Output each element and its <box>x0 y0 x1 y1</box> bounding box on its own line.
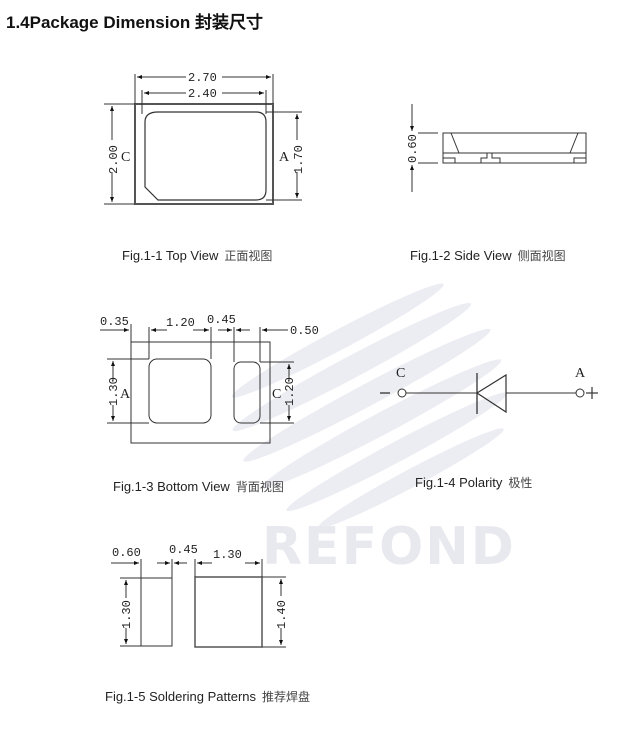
polarity-anode-label: A <box>575 366 586 381</box>
dim-outer-width: 2.70 <box>188 71 217 85</box>
dim-height: 0.60 <box>406 134 420 163</box>
caption-cn: 极性 <box>508 476 533 490</box>
dim-small-pad-width: 0.60 <box>112 546 141 560</box>
anode-pad-label: A <box>120 387 131 402</box>
caption-en: Fig.1-5 Soldering Patterns <box>105 689 257 704</box>
dim-left-margin: 0.35 <box>100 315 129 329</box>
watermark-text: REFOND <box>262 517 516 577</box>
caption-fig-1-3: Fig.1-3 Bottom View 背面视图 <box>113 478 284 495</box>
dim-pad-a-height: 1.30 <box>107 377 121 406</box>
dim-inner-width: 2.40 <box>188 87 217 101</box>
dim-pad-gap: 0.45 <box>169 543 198 557</box>
top-view-drawing <box>104 74 302 205</box>
dim-large-pad-height: 1.40 <box>275 600 289 629</box>
dim-large-pad-width: 1.30 <box>213 548 242 562</box>
dim-pad-c-height: 1.20 <box>283 377 297 406</box>
caption-fig-1-2: Fig.1-2 Side View 侧面视图 <box>410 247 566 264</box>
page-title: 1.4Package Dimension 封装尺寸 <box>6 13 263 32</box>
caption-en: Fig.1-1 Top View <box>122 248 219 263</box>
cathode-label: C <box>121 150 130 165</box>
caption-en: Fig.1-4 Polarity <box>415 475 503 490</box>
dim-outer-height: 2.00 <box>107 145 121 174</box>
caption-en: Fig.1-2 Side View <box>410 248 512 263</box>
cathode-pad-label: C <box>272 387 281 402</box>
caption-cn: 背面视图 <box>235 480 284 494</box>
caption-fig-1-5: Fig.1-5 Soldering Patterns 推荐焊盘 <box>105 688 310 705</box>
dim-small-pad-height: 1.30 <box>120 600 134 629</box>
dim-right-margin: 0.50 <box>290 324 319 338</box>
polarity-cathode-label: C <box>396 366 405 381</box>
dim-gap: 0.45 <box>207 313 236 327</box>
anode-label: A <box>279 150 290 165</box>
polarity-diagram <box>380 373 598 414</box>
soldering-pattern-drawing <box>111 559 286 648</box>
caption-en: Fig.1-3 Bottom View <box>113 479 230 494</box>
side-view-drawing <box>410 104 587 192</box>
dim-pad-a-width: 1.20 <box>166 316 195 330</box>
caption-fig-1-1: Fig.1-1 Top View 正面视图 <box>122 247 272 264</box>
dim-inner-height: 1.70 <box>292 145 306 174</box>
caption-cn: 正面视图 <box>224 249 273 263</box>
caption-cn: 推荐焊盘 <box>262 690 311 704</box>
caption-cn: 侧面视图 <box>517 249 566 263</box>
bottom-view-drawing <box>100 324 294 444</box>
watermark: REFOND <box>231 283 516 577</box>
caption-fig-1-4: Fig.1-4 Polarity 极性 <box>415 474 532 491</box>
